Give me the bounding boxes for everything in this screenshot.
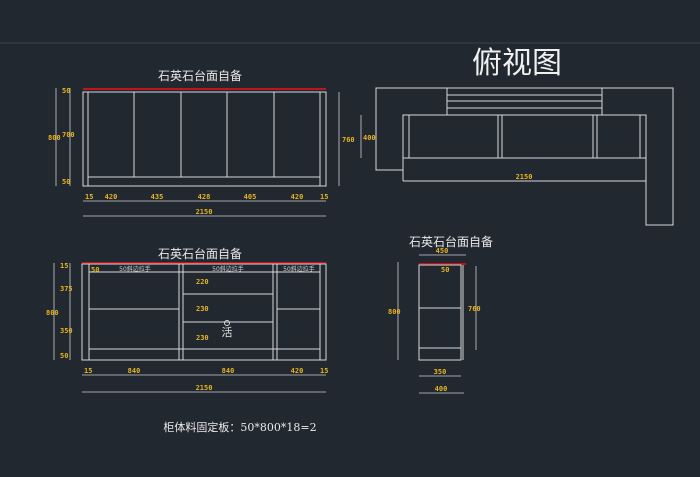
door-dividers <box>87 92 321 186</box>
dim-total: 2150 <box>196 384 213 392</box>
front-dimension-lines <box>55 88 340 217</box>
dim-top: 450 <box>436 247 449 255</box>
dim: 420 <box>105 193 118 201</box>
top-view-lines <box>402 87 647 182</box>
dim: 15 <box>60 262 68 270</box>
handle-label: 50斜边拉手 <box>212 265 244 273</box>
dim-height: 800 <box>48 134 61 142</box>
dim: 50 <box>62 178 70 186</box>
panel-note: 柜体料固定板：50*800*18=2 <box>163 420 316 434</box>
handle-label: 50斜边拉手 <box>283 265 315 273</box>
dim-total: 2150 <box>516 173 533 181</box>
front-view-title: 石英石台面自备 <box>158 68 242 83</box>
handle-label: 50斜边拉手 <box>119 265 151 273</box>
top-view: 俯视图 400 2150 <box>360 46 674 226</box>
dim: 230 <box>196 334 209 342</box>
dim: 220 <box>196 278 209 286</box>
dim-total: 2150 <box>196 208 213 216</box>
drawer-mark: 活 <box>222 326 233 339</box>
dim: 350 <box>434 368 447 376</box>
dim-right: 760 <box>342 136 355 144</box>
dim-right: 760 <box>468 305 481 313</box>
dim: 840 <box>128 367 141 375</box>
dim-height: 800 <box>388 308 401 316</box>
dim: 50 <box>91 266 99 274</box>
dim: 420 <box>291 367 304 375</box>
dim: 50 <box>441 266 449 274</box>
dim: 50 <box>60 352 68 360</box>
dim: 50 <box>62 87 70 95</box>
dim: 405 <box>244 193 257 201</box>
pivot-marker <box>224 320 230 326</box>
dim-height: 800 <box>46 309 59 317</box>
dim: 428 <box>198 193 211 201</box>
dim: 15 <box>320 367 328 375</box>
dim: 400 <box>435 385 448 393</box>
dim: 420 <box>291 193 304 201</box>
interior-panels <box>88 264 321 360</box>
side-view: 石英石台面自备 450 350 400 800 760 50 <box>388 234 493 394</box>
side-view-title: 石英石台面自备 <box>409 234 493 249</box>
top-view-title: 俯视图 <box>472 46 562 81</box>
dim: 350 <box>60 327 73 335</box>
interior-dimension-lines <box>53 263 326 393</box>
side-dimension-lines <box>397 254 477 394</box>
dim: 15 <box>85 193 93 201</box>
dim: 230 <box>196 305 209 313</box>
dim: 375 <box>60 285 73 293</box>
dim: 700 <box>62 131 75 139</box>
dim: 840 <box>222 367 235 375</box>
dim-depth: 400 <box>363 134 376 142</box>
side-view-lines <box>418 264 464 361</box>
dim: 15 <box>84 367 92 375</box>
cabinet-outline <box>82 91 327 187</box>
cabinet-outline <box>81 263 327 361</box>
wall-right-hatched <box>601 87 674 226</box>
dim: 435 <box>151 193 164 201</box>
dim: 15 <box>320 193 328 201</box>
front-view: 石英石台面自备 15 420 435 428 405 420 15 2150 5… <box>48 68 355 217</box>
interior-view: 石英石台面自备 50斜边拉手 50斜边拉手 50斜边拉手 50 220 230 … <box>46 246 328 393</box>
interior-view-title: 石英石台面自备 <box>158 246 242 261</box>
